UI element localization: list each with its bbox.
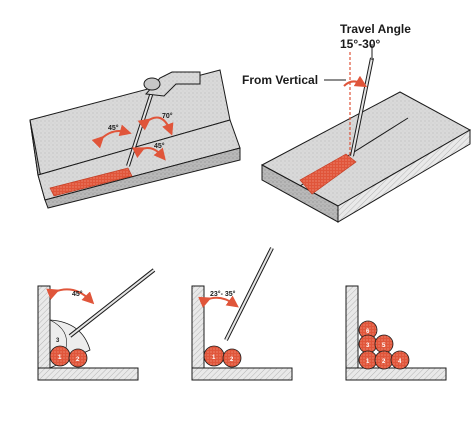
fillet2-label-2: 2 <box>230 357 234 363</box>
fillet1-pass-2 <box>68 348 88 368</box>
groove-arrow-45-left <box>91 124 132 149</box>
electrode-holder-icon <box>143 71 201 97</box>
fillet1-angle-arrow <box>46 288 95 305</box>
fillet2-angle-arrow <box>198 295 239 308</box>
groove-angle-a: 45° <box>108 124 119 132</box>
fillet3-pass-4 <box>390 350 410 370</box>
fillet3-label-6: 6 <box>366 329 370 335</box>
fillet3-label-5: 5 <box>382 343 386 349</box>
fillet1-label-2: 2 <box>76 357 80 363</box>
groove-arrow-45-right <box>131 147 166 161</box>
fillet3-label-3: 3 <box>366 343 370 349</box>
fillet2-vertical-plate <box>191 285 205 381</box>
panel-groove: 45° 70° 45° <box>29 69 241 209</box>
fillet1-horizontal-plate <box>37 367 139 381</box>
groove-weld-bead <box>49 167 133 197</box>
panel-fillet-single: 1 2 3 45° <box>37 268 156 381</box>
fillet3-label-2: 2 <box>382 359 386 365</box>
travel-angle-range: 15°-30° <box>340 37 380 51</box>
groove-angle-c: 45° <box>154 142 165 150</box>
panel-travel: Travel Angle 15°-30° From Vertical <box>242 22 472 223</box>
fillet2-label-1: 1 <box>212 355 216 361</box>
fillet3-label-4: 4 <box>398 359 402 365</box>
from-vertical-label: From Vertical <box>242 73 318 87</box>
groove-front-face <box>44 147 241 209</box>
plate-weld-bead <box>299 153 357 195</box>
fillet1-label-3: 3 <box>56 338 60 344</box>
fillet1-label-1: 1 <box>58 355 62 361</box>
fillet3-vertical-plate <box>345 285 359 381</box>
plate-side <box>337 129 471 223</box>
fillet2-horizontal-plate <box>191 367 293 381</box>
fillet2-pass-2 <box>222 348 242 368</box>
travel-angle-title: Travel Angle <box>340 22 411 36</box>
fillet1-angle: 45° <box>72 290 83 298</box>
panel-fillet-inclined: 1 2 23°- 35° <box>191 247 293 381</box>
fillet3-horizontal-plate <box>345 367 447 381</box>
groove-angle-b: 70° <box>162 112 173 120</box>
fillet2-angle: 23°- 35° <box>210 290 236 298</box>
fillet1-vertical-plate <box>37 285 51 381</box>
travel-angle-arrow <box>343 75 368 88</box>
fillet3-label-1: 1 <box>366 359 370 365</box>
panel-fillet-multi: 6 3 5 1 2 4 <box>345 285 447 381</box>
groove-arrow-70 <box>137 116 174 136</box>
